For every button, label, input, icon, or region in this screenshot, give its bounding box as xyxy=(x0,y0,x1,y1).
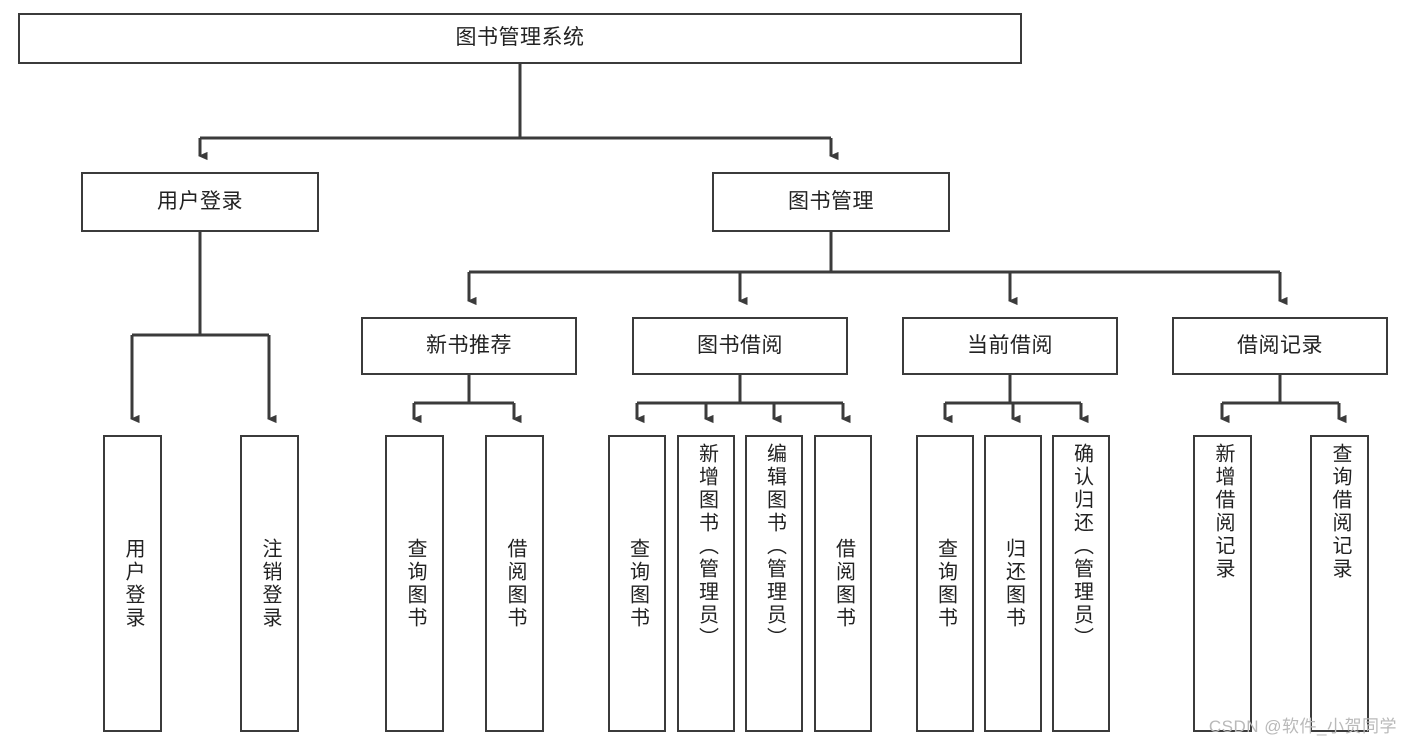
node-user-login[interactable]: 用户登录 xyxy=(81,172,319,232)
node-borrow-record[interactable]: 借阅记录 xyxy=(1172,317,1388,375)
node-book-borrow-label: 图书借阅 xyxy=(697,333,783,357)
node-new-book-rec-label: 新书推荐 xyxy=(426,333,512,357)
node-leaf-user-login[interactable]: 用户登录 xyxy=(103,435,162,732)
node-root-label: 图书管理系统 xyxy=(455,26,585,50)
node-leaf-query-book-cur-label: 查询图书 xyxy=(934,537,957,630)
node-leaf-edit-book-label: 编辑图书（管理员） xyxy=(763,443,786,650)
node-leaf-add-book-label: 新增图书（管理员） xyxy=(695,443,718,650)
node-current-borrow-label: 当前借阅 xyxy=(967,333,1053,357)
node-leaf-add-record-label: 新增借阅记录 xyxy=(1212,443,1234,581)
node-leaf-return-book-label: 归还图书 xyxy=(1002,537,1025,630)
node-leaf-add-book[interactable]: 新增图书（管理员） xyxy=(677,435,735,732)
node-leaf-query-book-cur[interactable]: 查询图书 xyxy=(916,435,974,732)
node-leaf-logout[interactable]: 注销登录 xyxy=(240,435,299,732)
node-leaf-confirm-return[interactable]: 确认归还（管理员） xyxy=(1052,435,1110,732)
node-leaf-query-book-borrow[interactable]: 查询图书 xyxy=(608,435,666,732)
node-leaf-return-book[interactable]: 归还图书 xyxy=(984,435,1042,732)
node-leaf-add-record[interactable]: 新增借阅记录 xyxy=(1193,435,1252,732)
node-leaf-query-book-rec[interactable]: 查询图书 xyxy=(385,435,444,732)
node-new-book-rec[interactable]: 新书推荐 xyxy=(361,317,577,375)
node-leaf-borrow-book-rec-label: 借阅图书 xyxy=(504,537,526,630)
node-user-login-label: 用户登录 xyxy=(157,189,243,213)
node-book-manage-label: 图书管理 xyxy=(788,189,874,213)
node-leaf-query-record-label: 查询借阅记录 xyxy=(1329,443,1351,581)
node-current-borrow[interactable]: 当前借阅 xyxy=(902,317,1118,375)
node-leaf-query-book-borrow-label: 查询图书 xyxy=(626,537,649,630)
node-leaf-borrow-book[interactable]: 借阅图书 xyxy=(814,435,872,732)
node-root[interactable]: 图书管理系统 xyxy=(18,13,1022,64)
node-book-manage[interactable]: 图书管理 xyxy=(712,172,950,232)
node-book-borrow[interactable]: 图书借阅 xyxy=(632,317,848,375)
node-leaf-borrow-book-rec[interactable]: 借阅图书 xyxy=(485,435,544,732)
node-leaf-user-login-label: 用户登录 xyxy=(122,537,144,630)
node-leaf-confirm-return-label: 确认归还（管理员） xyxy=(1070,443,1093,650)
node-leaf-query-book-rec-label: 查询图书 xyxy=(404,537,426,630)
node-leaf-edit-book[interactable]: 编辑图书（管理员） xyxy=(745,435,803,732)
node-leaf-borrow-book-label: 借阅图书 xyxy=(832,537,855,630)
node-leaf-logout-label: 注销登录 xyxy=(259,537,281,630)
node-leaf-query-record[interactable]: 查询借阅记录 xyxy=(1310,435,1369,732)
node-borrow-record-label: 借阅记录 xyxy=(1237,333,1323,357)
